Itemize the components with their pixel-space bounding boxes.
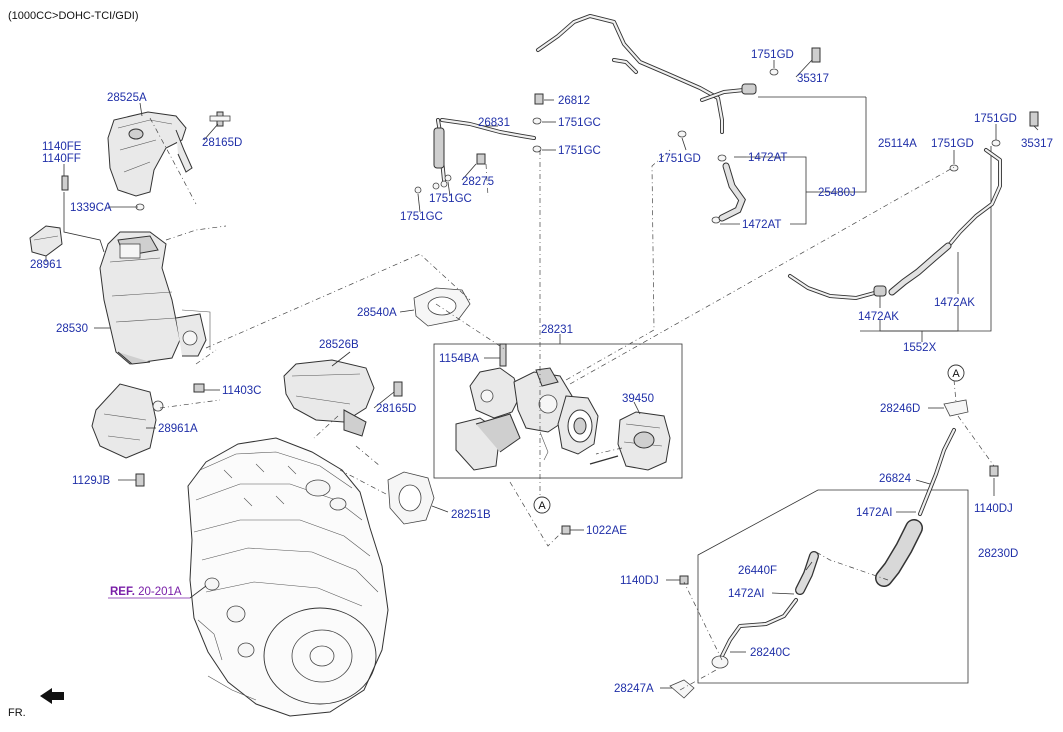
svg-text:A: A (538, 500, 546, 512)
label-28525A[interactable]: 28525A (107, 92, 147, 104)
reference-prefix: REF. (110, 586, 135, 598)
label-1751GD-d[interactable]: 1751GD (931, 138, 974, 150)
gasket-28251B (387, 471, 435, 525)
oil-line-group-box (697, 489, 969, 684)
label-28526B[interactable]: 28526B (319, 339, 359, 351)
bracket-25114A (818, 97, 867, 193)
label-1154BA[interactable]: 1154BA (439, 353, 479, 365)
stud-1154BA (499, 343, 507, 367)
label-1751GD-a[interactable]: 1751GD (751, 49, 794, 61)
coolant-pipe-26831 (432, 118, 536, 190)
label-1472AT-b[interactable]: 1472AT (742, 219, 781, 231)
label-1751GC-a[interactable]: 1751GC (558, 117, 601, 129)
label-26824[interactable]: 26824 (879, 473, 912, 485)
label-28251B[interactable]: 28251B (451, 509, 491, 521)
heat-protector-upper (107, 111, 193, 197)
label-1751GC-b[interactable]: 1751GC (558, 145, 601, 157)
coolant-pipe-right (788, 148, 1002, 300)
label-1472AI-a[interactable]: 1472AI (856, 507, 892, 519)
label-1339CA[interactable]: 1339CA (70, 202, 112, 214)
bracket-28961 (29, 225, 63, 257)
label-25114A[interactable]: 25114A (878, 138, 917, 150)
label-1022AE[interactable]: 1022AE (586, 525, 627, 537)
svg-text:REF. 20-201A[interactable]: REF. 20-201A (110, 586, 182, 598)
part-labels: 28525A 28165D 1140FE 1140FF 1339CA 28961… (30, 49, 1053, 695)
callout-A-upper: A (947, 364, 965, 382)
reference-code: 20-201A (138, 586, 182, 598)
label-28275[interactable]: 28275 (462, 176, 494, 188)
heat-protector-lower (283, 359, 375, 437)
label-28240C[interactable]: 28240C (750, 647, 790, 659)
turbocharger (455, 367, 599, 471)
reference-link[interactable]: REF. 20-201A (108, 585, 207, 599)
coolant-pipe-upper (536, 14, 757, 134)
label-1552X[interactable]: 1552X (903, 342, 937, 354)
svg-text:A: A (952, 368, 960, 380)
label-28165D-upper[interactable]: 28165D (202, 137, 242, 149)
label-25480J[interactable]: 25480J (818, 187, 856, 199)
label-1472AK-a[interactable]: 1472AK (934, 297, 975, 309)
label-26812[interactable]: 26812 (558, 95, 590, 107)
turbocharger-group-box (433, 343, 683, 479)
label-28231[interactable]: 28231 (541, 324, 573, 336)
engine-spec-caption: (1000CC>DOHC-TCI/GDI) (8, 10, 139, 22)
label-28540A[interactable]: 28540A (357, 307, 397, 319)
label-1751GD-b[interactable]: 1751GD (658, 153, 701, 165)
label-28165D-middle[interactable]: 28165D (376, 403, 416, 415)
label-11403C[interactable]: 11403C (222, 385, 261, 397)
label-28230D[interactable]: 28230D (978, 548, 1018, 560)
engine-block (187, 437, 389, 717)
label-1472AK-b[interactable]: 1472AK (858, 311, 899, 323)
wastegate-actuator (589, 411, 671, 471)
label-26440F[interactable]: 26440F (738, 565, 777, 577)
oil-return-pipe (669, 551, 819, 699)
label-1751GC-c[interactable]: 1751GC (429, 193, 472, 205)
label-28961A[interactable]: 28961A (158, 423, 198, 435)
bracket-28961A (91, 383, 164, 459)
label-28246D[interactable]: 28246D (880, 403, 920, 415)
hose-25480J (718, 162, 746, 222)
front-direction-indicator: FR. (8, 688, 64, 719)
label-1129JB[interactable]: 1129JB (72, 475, 110, 487)
gasket-28540A (413, 287, 471, 327)
label-1751GC-d[interactable]: 1751GC (400, 211, 443, 223)
front-label: FR. (8, 707, 26, 719)
label-26831[interactable]: 26831 (478, 117, 510, 129)
callout-A-lower: A (533, 496, 551, 514)
label-35317-b[interactable]: 35317 (1021, 138, 1053, 150)
catalytic-converter (99, 231, 211, 365)
label-1472AI-b[interactable]: 1472AI (728, 588, 764, 600)
label-28961[interactable]: 28961 (30, 259, 62, 271)
leader-lines (45, 59, 1039, 691)
label-1472AT-a[interactable]: 1472AT (748, 152, 787, 164)
label-35317-a[interactable]: 35317 (797, 73, 829, 85)
label-1140DJ-a[interactable]: 1140DJ (974, 503, 1013, 515)
label-1140FE[interactable]: 1140FE (42, 141, 82, 153)
label-28247A[interactable]: 28247A (614, 683, 654, 695)
front-arrow-icon (40, 688, 64, 704)
label-1140DJ-b[interactable]: 1140DJ (620, 575, 659, 587)
oil-feed-pipe (875, 399, 969, 587)
label-28530[interactable]: 28530 (56, 323, 88, 335)
label-1751GD-c[interactable]: 1751GD (974, 113, 1017, 125)
label-1140FF[interactable]: 1140FF (42, 153, 81, 165)
label-39450[interactable]: 39450 (622, 393, 654, 405)
